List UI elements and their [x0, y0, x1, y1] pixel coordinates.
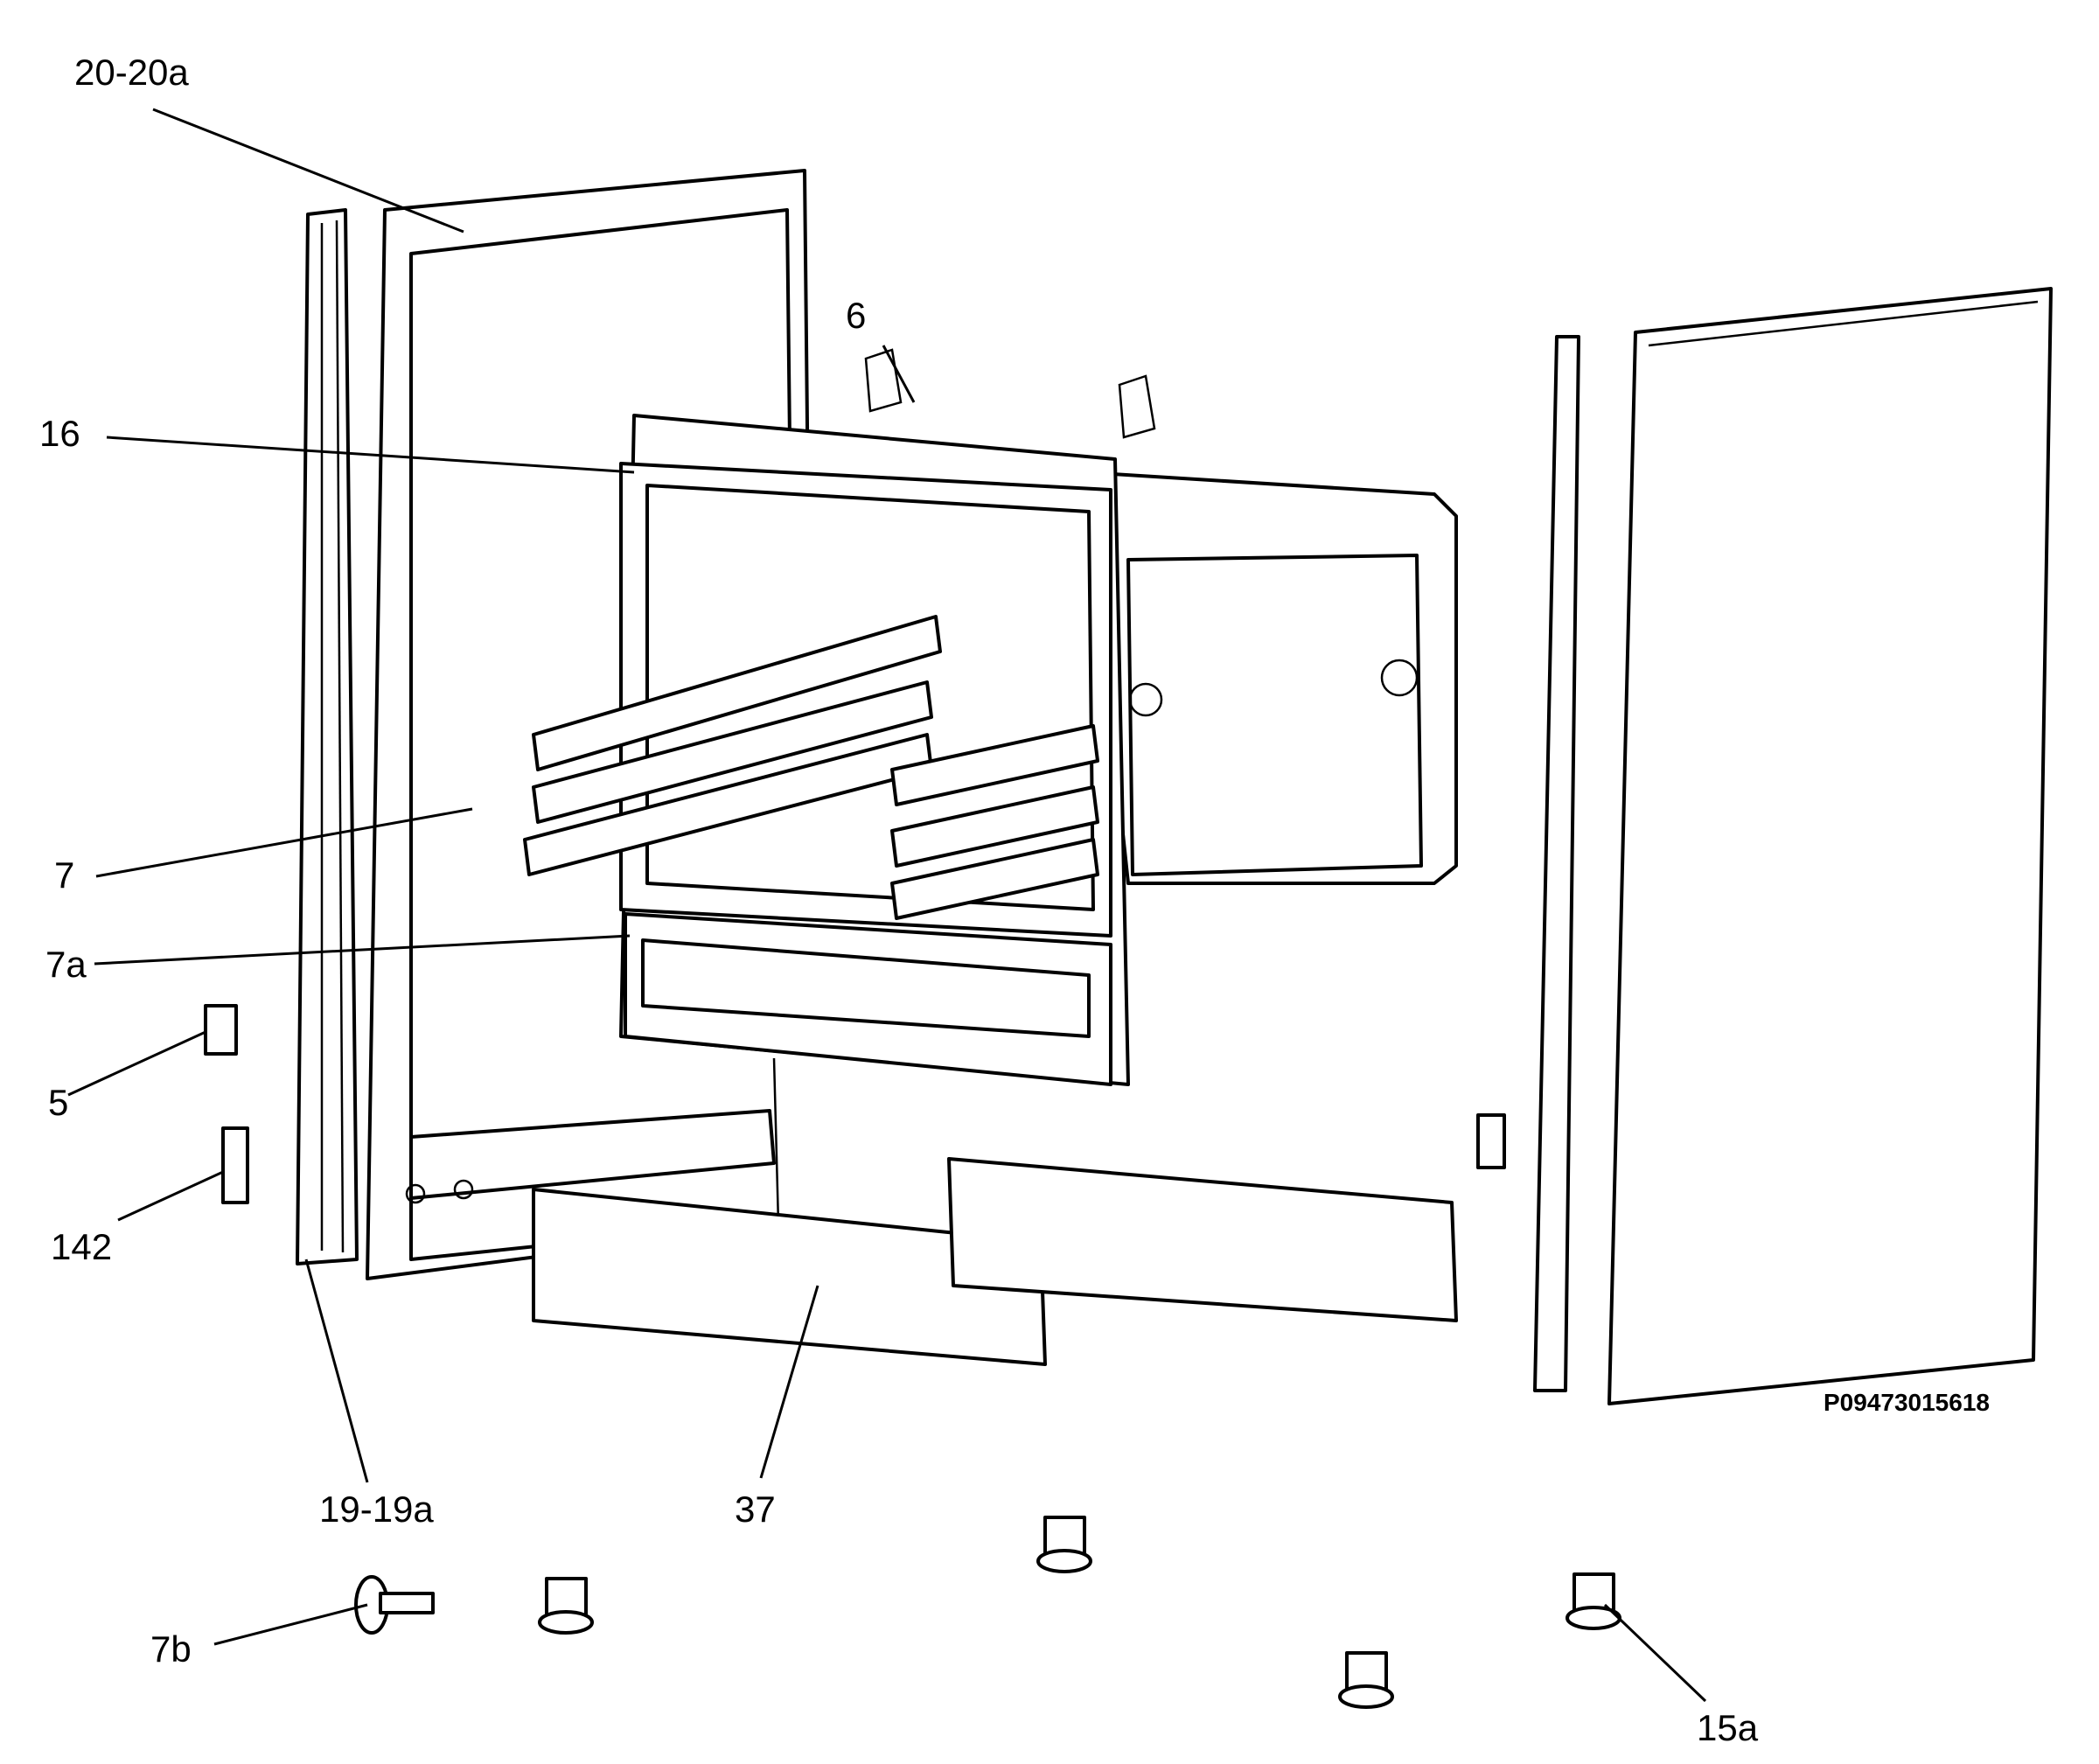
leader-19-19a [304, 1259, 369, 1483]
foot-4 [1566, 1572, 1621, 1630]
clip-right [1476, 1113, 1506, 1169]
leader-7a [94, 934, 631, 966]
left-side-rail [296, 208, 359, 1265]
leader-20-20a [152, 108, 464, 234]
callout-6: 6 [846, 295, 867, 336]
leader-15a [1603, 1603, 1707, 1703]
leader-6 [882, 345, 916, 403]
drawing-code: P09473015618 [1824, 1389, 1990, 1416]
leader-5 [67, 1030, 206, 1097]
foot-2 [1036, 1516, 1092, 1573]
oven-cavity [523, 348, 1458, 1086]
callout-37: 37 [735, 1489, 776, 1530]
callout-7b: 7b [150, 1628, 192, 1670]
front-plinth [532, 1157, 1458, 1366]
leader-7b [213, 1603, 368, 1646]
foot-3 [1338, 1651, 1394, 1709]
right-side-rail [1533, 335, 1580, 1392]
knob-7b [354, 1575, 435, 1635]
callout-7a: 7a [45, 944, 87, 985]
callout-20-20a: 20-20a [74, 52, 189, 93]
callout-19-19a: 19-19a [319, 1489, 434, 1530]
leader-142 [117, 1170, 224, 1222]
leader-37 [759, 1285, 819, 1479]
callout-7: 7 [54, 854, 75, 896]
callout-15a: 15a [1697, 1707, 1759, 1748]
leader-7 [95, 807, 473, 878]
foot-1 [538, 1577, 594, 1635]
clip-5 [204, 1004, 238, 1056]
leader-16 [106, 436, 635, 474]
callout-142: 142 [51, 1226, 113, 1267]
right-side-panel [1607, 287, 2053, 1405]
callout-16: 16 [39, 413, 80, 454]
clip-142 [221, 1126, 249, 1204]
callout-5: 5 [48, 1082, 69, 1123]
